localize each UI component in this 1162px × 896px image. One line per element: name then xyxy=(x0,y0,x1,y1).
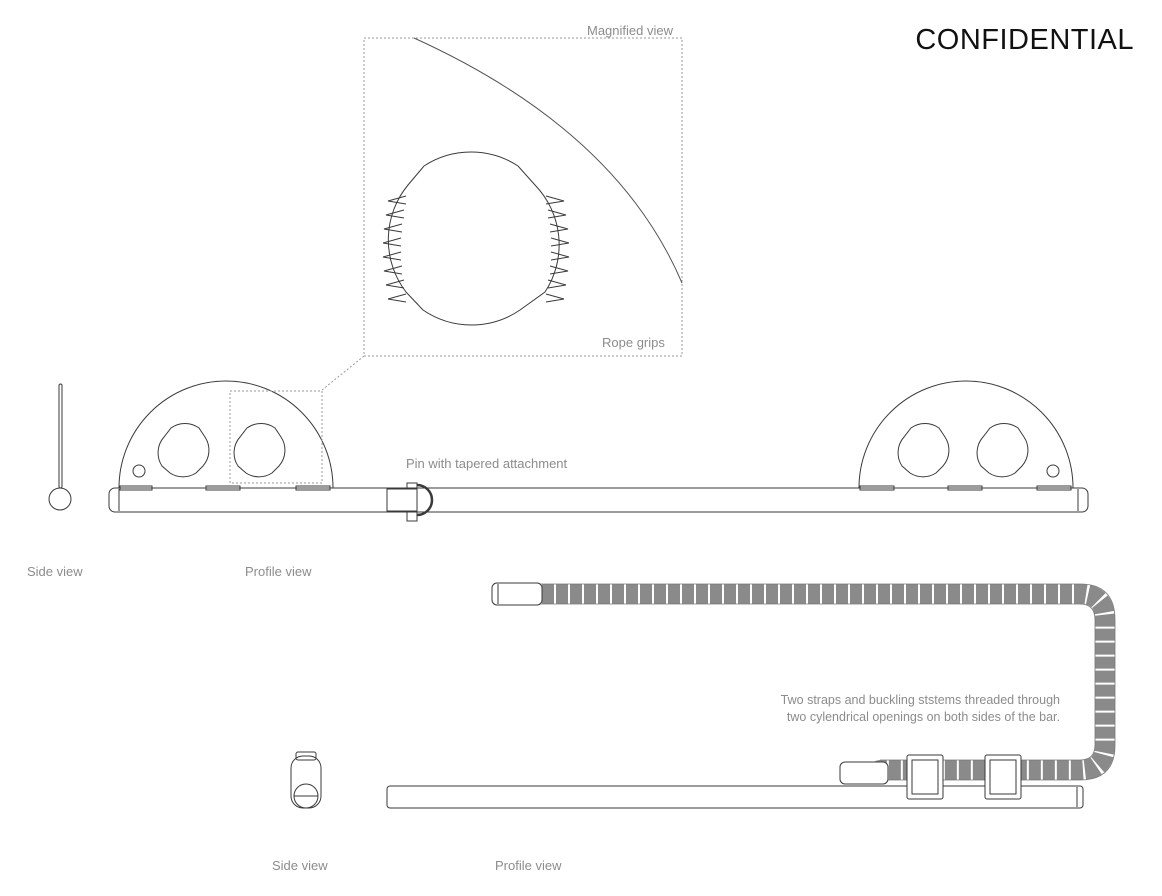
right-plate xyxy=(858,380,1074,489)
rope-grip-tooth xyxy=(549,265,569,275)
magnify-source-frame xyxy=(229,390,323,484)
magnified-plate-edge xyxy=(413,37,683,284)
left-plate xyxy=(118,380,334,489)
rope-grip-tooth xyxy=(550,251,570,261)
right-plate-tab-1 xyxy=(859,485,895,491)
rope-grip-tooth xyxy=(382,251,402,261)
rope-grip-tooth xyxy=(387,293,407,303)
left-plate-tab-3 xyxy=(295,485,331,491)
top-profile-view xyxy=(108,380,1089,522)
left-plate-tab-1 xyxy=(119,485,153,491)
rope-grip-tooth xyxy=(385,279,405,289)
rope-grip-tooth xyxy=(549,223,569,233)
top-side-view xyxy=(48,383,72,511)
strap-loop-top xyxy=(295,751,317,761)
strap-note-line-1: Two straps and buckling ststems threaded… xyxy=(780,693,1060,707)
strap-note-line-2: two cylendrical openings on both sides o… xyxy=(786,710,1060,724)
magnified-view-frame xyxy=(363,37,683,357)
rope-grip-tooth xyxy=(383,265,403,275)
rope-grip-tooth xyxy=(382,237,402,247)
bottom-side-view xyxy=(290,751,322,809)
left-plate-hole xyxy=(132,464,146,478)
rope-grips-label: Rope grips xyxy=(602,335,665,350)
rope-grip-teeth-right xyxy=(545,195,570,303)
pin-sleeve xyxy=(386,488,418,512)
bottom-bar xyxy=(386,785,1084,809)
rope-grip-tooth xyxy=(547,279,567,289)
rope-grip-tooth xyxy=(385,209,405,219)
strap-buckle-2 xyxy=(984,754,1022,800)
rope-body xyxy=(530,584,1115,780)
rope-twist-pattern xyxy=(540,584,1115,780)
right-plate-rope-hole-1 xyxy=(897,422,950,478)
rope-end-cap-top xyxy=(491,582,543,606)
strap-note: Two straps and buckling ststems threaded… xyxy=(640,692,1060,726)
left-plate-rope-hole-2 xyxy=(233,422,286,478)
rope-grip-tooth xyxy=(545,293,565,303)
strap-buckle-1 xyxy=(906,754,944,800)
bottom-side-view-label: Side view xyxy=(272,858,328,873)
right-plate-rope-hole-2 xyxy=(976,422,1029,478)
confidential-title: CONFIDENTIAL xyxy=(915,24,1134,56)
strap-loop-side xyxy=(290,755,322,809)
pin-tapered-attachment xyxy=(416,483,434,517)
left-plate-rope-hole-1 xyxy=(157,422,210,478)
magnified-rope-hole xyxy=(387,151,560,326)
rope-grip-tooth xyxy=(550,237,570,247)
magnified-leader-line xyxy=(321,355,365,391)
right-plate-tab-3 xyxy=(1036,485,1072,491)
rope-end-cap-bottom xyxy=(839,761,889,785)
right-plate-tab-2 xyxy=(947,485,983,491)
bottom-profile-view-label: Profile view xyxy=(495,858,562,873)
main-bar xyxy=(108,487,1089,513)
rope-outline-inner xyxy=(540,603,1096,761)
right-plate-hole xyxy=(1046,464,1060,478)
rope-grip-tooth xyxy=(383,223,403,233)
side-view-bar-end xyxy=(48,487,72,511)
left-plate-tab-2 xyxy=(205,485,241,491)
rope-grip-tooth xyxy=(547,209,567,219)
rope-grip-tooth xyxy=(387,195,407,205)
top-side-view-label: Side view xyxy=(27,564,83,579)
magnified-view xyxy=(321,37,683,391)
magnified-view-label: Magnified view xyxy=(587,23,673,38)
rope-outline-outer xyxy=(540,583,1116,781)
pin-label: Pin with tapered attachment xyxy=(406,456,568,471)
rope-grip-tooth xyxy=(545,195,565,205)
top-profile-view-label: Profile view xyxy=(245,564,312,579)
rope-grip-teeth-left xyxy=(382,195,407,303)
rope-assembly xyxy=(386,582,1116,809)
side-view-pin xyxy=(58,383,63,489)
